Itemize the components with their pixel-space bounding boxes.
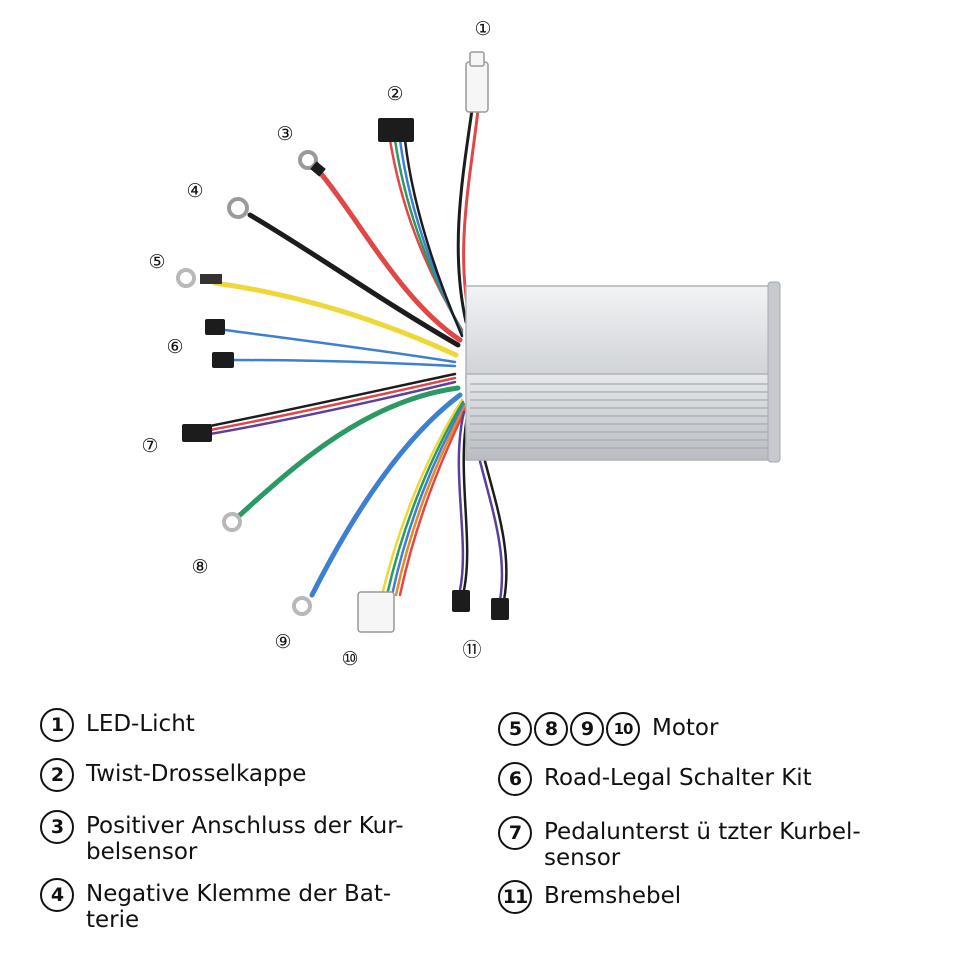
legend-badge: 2 — [40, 758, 74, 792]
controller-diagram: ① ② ③ ④ ⑤ ⑥ ⑦ ⑧ ⑨ ⑩ ⑪ — [141, 18, 781, 670]
legend-item-motor: 5 8 9 10 Motor — [498, 712, 718, 746]
callout-7: ⑦ — [141, 435, 158, 457]
wire-brake-1a — [457, 410, 466, 592]
legend-item-2: 2 Twist-Drosselkappe — [40, 758, 306, 792]
brake-connector-2 — [491, 598, 509, 620]
legend-label: belsensor — [86, 839, 198, 865]
legend-badge: 3 — [40, 810, 74, 844]
legend-badge: 5 — [498, 712, 532, 746]
wire-pas-black — [208, 372, 457, 428]
legend-item-3: 3 Positiver Anschluss der Kur- belsensor — [40, 810, 404, 865]
legend-label: Motor — [652, 715, 719, 741]
connectors — [176, 51, 509, 633]
callout-5: ⑤ — [148, 251, 165, 273]
wire-hall-yellow — [380, 398, 464, 597]
throttle-connector — [378, 118, 414, 142]
switch-connector-2 — [212, 352, 234, 368]
wire-switch-1 — [223, 328, 457, 364]
wire-negative — [247, 212, 461, 348]
wire-positive — [315, 167, 463, 343]
hall-connector — [357, 591, 395, 633]
callout-2: ② — [386, 83, 403, 105]
wire-green — [237, 385, 461, 518]
ring-terminal-yellow — [176, 268, 196, 288]
ring-terminal-positive — [298, 150, 318, 170]
legend-label: terie — [86, 907, 140, 933]
legend-item-1: 1 LED-Licht — [40, 708, 195, 742]
wires — [208, 108, 508, 602]
wire-led-black — [456, 108, 474, 324]
wire-pas-red — [208, 376, 457, 432]
callout-4: ④ — [186, 180, 203, 202]
wire-pas-purple — [208, 380, 457, 436]
switch-connector-1 — [205, 319, 225, 335]
legend-badge: 8 — [534, 712, 568, 746]
controller-housing — [465, 281, 781, 463]
wire-hall-green — [385, 400, 465, 597]
wire-brake-1b — [462, 410, 470, 592]
legend-badge: 4 — [40, 878, 74, 912]
callout-1: ① — [474, 18, 491, 40]
ring-terminal-negative — [227, 197, 249, 219]
callout-11: ⑪ — [462, 639, 481, 661]
ring-terminal-blue — [292, 596, 312, 616]
ring-terminal-green — [222, 512, 242, 532]
wire-hall-blue — [390, 402, 466, 597]
legend-badge: 11 — [498, 880, 532, 914]
legend: 1 LED-Licht 2 Twist-Drosselkappe 3 Posit… — [0, 690, 960, 960]
callout-numbers: ① ② ③ ④ ⑤ ⑥ ⑦ ⑧ ⑨ ⑩ ⑪ — [141, 18, 491, 670]
brake-connector-1 — [452, 590, 470, 612]
legend-badge: 9 — [570, 712, 604, 746]
wire-throttle-black — [403, 138, 464, 338]
legend-label: sensor — [544, 845, 621, 871]
callout-9: ⑨ — [274, 631, 291, 653]
wire-hall-orange — [394, 404, 467, 597]
legend-label: Bremshebel — [544, 883, 682, 909]
legend-item-7: 7 Pedalunterst ü tzter Kurbel- sensor — [498, 816, 861, 871]
legend-item-4: 4 Negative Klemme der Bat- terie — [40, 878, 391, 933]
wire-blue — [309, 392, 463, 598]
wire-hall-red — [398, 406, 468, 597]
legend-label: Twist-Drosselkappe — [86, 761, 307, 787]
legend-label: Negative Klemme der Bat- — [86, 881, 392, 907]
callout-6: ⑥ — [166, 336, 183, 358]
wire-yellow — [212, 280, 459, 358]
pas-connector — [182, 424, 212, 442]
legend-label: LED-Licht — [86, 711, 195, 737]
callout-3: ③ — [276, 123, 293, 145]
legend-label: Road-Legal Schalter Kit — [544, 765, 812, 791]
led-connector — [465, 61, 489, 113]
callout-10: ⑩ — [341, 648, 358, 670]
legend-label: Positiver Anschluss der Kur- — [86, 813, 404, 839]
legend-badge: 1 — [40, 708, 74, 742]
callout-8: ⑧ — [191, 556, 208, 578]
legend-label: Pedalunterst ü tzter Kurbel- — [544, 819, 861, 845]
legend-badge: 10 — [606, 712, 640, 746]
legend-item-11: 11 Bremshebel — [498, 880, 681, 914]
legend-badge: 7 — [498, 816, 532, 850]
wire-switch-2 — [230, 358, 457, 368]
legend-badge: 6 — [498, 762, 532, 796]
legend-item-6: 6 Road-Legal Schalter Kit — [498, 762, 812, 796]
